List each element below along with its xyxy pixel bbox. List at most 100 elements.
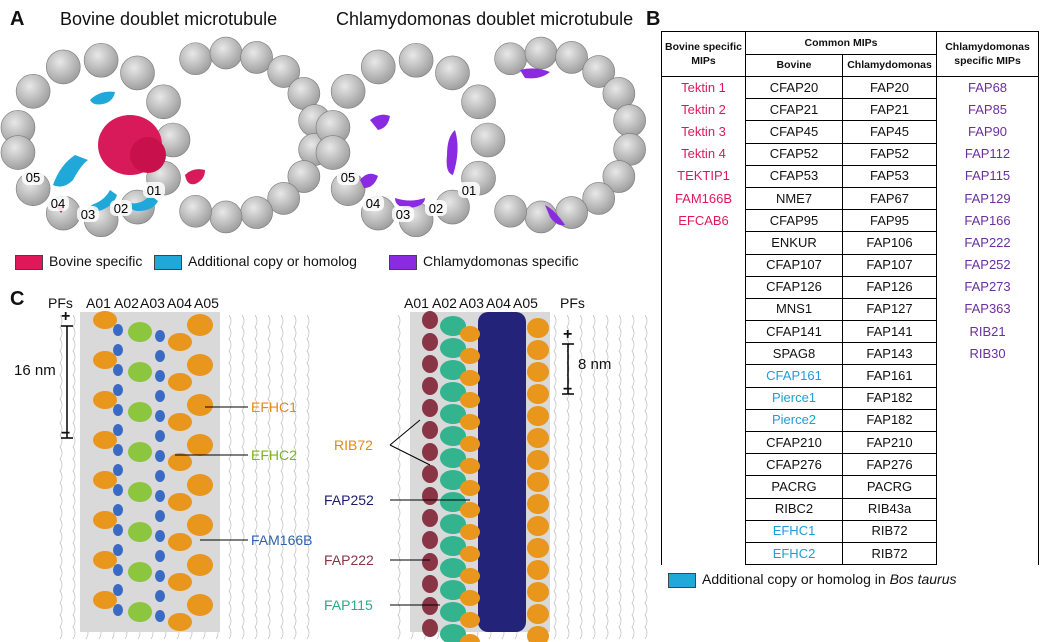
rib72-density (527, 340, 549, 360)
cell-bovine-specific (661, 453, 746, 476)
efhc-density (93, 591, 117, 609)
fam166b-density (113, 464, 123, 476)
cell-common-bovine: CFAP53 (745, 164, 843, 188)
efhc1-density (187, 474, 213, 496)
cell-common-bovine: CFAP210 (745, 430, 843, 455)
bovine-cyan-density-2 (92, 190, 117, 211)
pf-number-label: 01 (462, 183, 476, 198)
rib72-density (527, 384, 549, 404)
cell-chlamy-specific (936, 498, 1040, 521)
rib72-density (527, 494, 549, 514)
fam166b-density (155, 370, 165, 382)
cell-bovine-specific: TEKTIP1 (661, 165, 746, 188)
efhc-density (93, 471, 117, 489)
lattice-line (228, 314, 232, 640)
header-common-mips: Common MIPs (744, 31, 938, 55)
fam166b-density (113, 564, 123, 576)
cell-bovine-specific: FAM166B (661, 187, 746, 210)
lattice-line (59, 314, 63, 640)
b-tubule-protofilament (287, 160, 321, 193)
fap222-density (422, 619, 438, 637)
cell-common-chlamy: FAP52 (841, 142, 938, 166)
efhc-density (168, 413, 192, 431)
pf-number-label: 01 (147, 183, 161, 198)
minus-end-left: − (61, 425, 71, 442)
cell-bovine-specific: Tektin 1 (661, 76, 746, 99)
legend-label: Chlamydomonas specific (423, 253, 579, 269)
rib72-density (460, 436, 480, 452)
scale-label-16nm: 16 nm (14, 362, 56, 379)
fam166b-density (113, 424, 123, 436)
lattice-line (241, 314, 245, 640)
cell-common-chlamy: PACRG (841, 475, 938, 499)
fap115-density (440, 558, 466, 578)
cell-common-chlamy: FAP67 (841, 186, 938, 211)
cell-bovine-specific (661, 364, 746, 388)
legend-bovine-specific: Bovine specific (15, 253, 142, 270)
cell-bovine-specific (661, 342, 746, 365)
a-tubule-protofilament (435, 55, 470, 91)
cell-bovine-specific (661, 254, 746, 277)
subheader-bovine: Bovine (745, 53, 843, 77)
chlamy-doublet-structure (315, 36, 646, 238)
efhc2-density (128, 442, 152, 462)
fam166b-density (155, 390, 165, 402)
fap222-density (422, 355, 438, 373)
bovine-mip-density-small (185, 169, 205, 185)
a-tubule-protofilament (45, 49, 81, 85)
pf-label-background (22, 169, 44, 185)
fap115-density (440, 426, 466, 446)
label-rib72: RIB72 (334, 437, 373, 453)
efhc-density (93, 511, 117, 529)
label-fap252: FAP252 (324, 492, 374, 508)
cell-chlamy-specific: FAP112 (936, 143, 1040, 166)
cell-bovine-specific (661, 475, 746, 499)
rib72-density (527, 318, 549, 338)
fap115-density (440, 624, 466, 642)
rib72-density (460, 348, 480, 364)
table-legend-prefix: Additional copy or homolog in (702, 571, 890, 587)
rib72-density (527, 472, 549, 492)
efhc2-density (128, 602, 152, 622)
cell-bovine-specific (661, 276, 746, 299)
rib72-density (527, 428, 549, 448)
a-tubule-protofilament (461, 84, 496, 120)
cell-common-chlamy: FAP107 (841, 253, 938, 277)
cell-common-bovine: PACRG (745, 475, 843, 499)
subheader-chlamydomonas: Chlamydomonas (841, 53, 938, 77)
rib72-density (460, 546, 480, 562)
fap222-density (422, 575, 438, 593)
fam166b-density (155, 570, 165, 582)
cell-chlamy-specific (936, 520, 1040, 543)
efhc-density (168, 453, 192, 471)
legend-swatch-purple (389, 254, 417, 270)
cell-common-bovine: CFAP20 (745, 75, 843, 100)
cell-bovine-specific (661, 520, 746, 543)
rib72-density (460, 458, 480, 474)
header-chlamy-specific: Chlamydomonas specific MIPs (936, 31, 1040, 77)
efhc1-density (187, 514, 213, 536)
cell-chlamy-specific (936, 431, 1040, 454)
fam166b-density (113, 364, 123, 376)
cell-chlamy-specific: FAP252 (936, 254, 1040, 277)
cell-common-chlamy: RIB72 (841, 541, 938, 566)
efhc-density (93, 311, 117, 329)
fap222-density (422, 597, 438, 615)
table-legend: Additional copy or homolog in Bos taurus (668, 571, 957, 588)
efhc1-density (187, 594, 213, 616)
cell-common-chlamy: FAP106 (841, 231, 938, 255)
b-tubule-protofilament (209, 36, 243, 70)
efhc-density (168, 493, 192, 511)
legend-label: Bovine specific (49, 253, 143, 269)
efhc1-density (187, 354, 213, 376)
a-tubule-protofilament (146, 84, 181, 120)
